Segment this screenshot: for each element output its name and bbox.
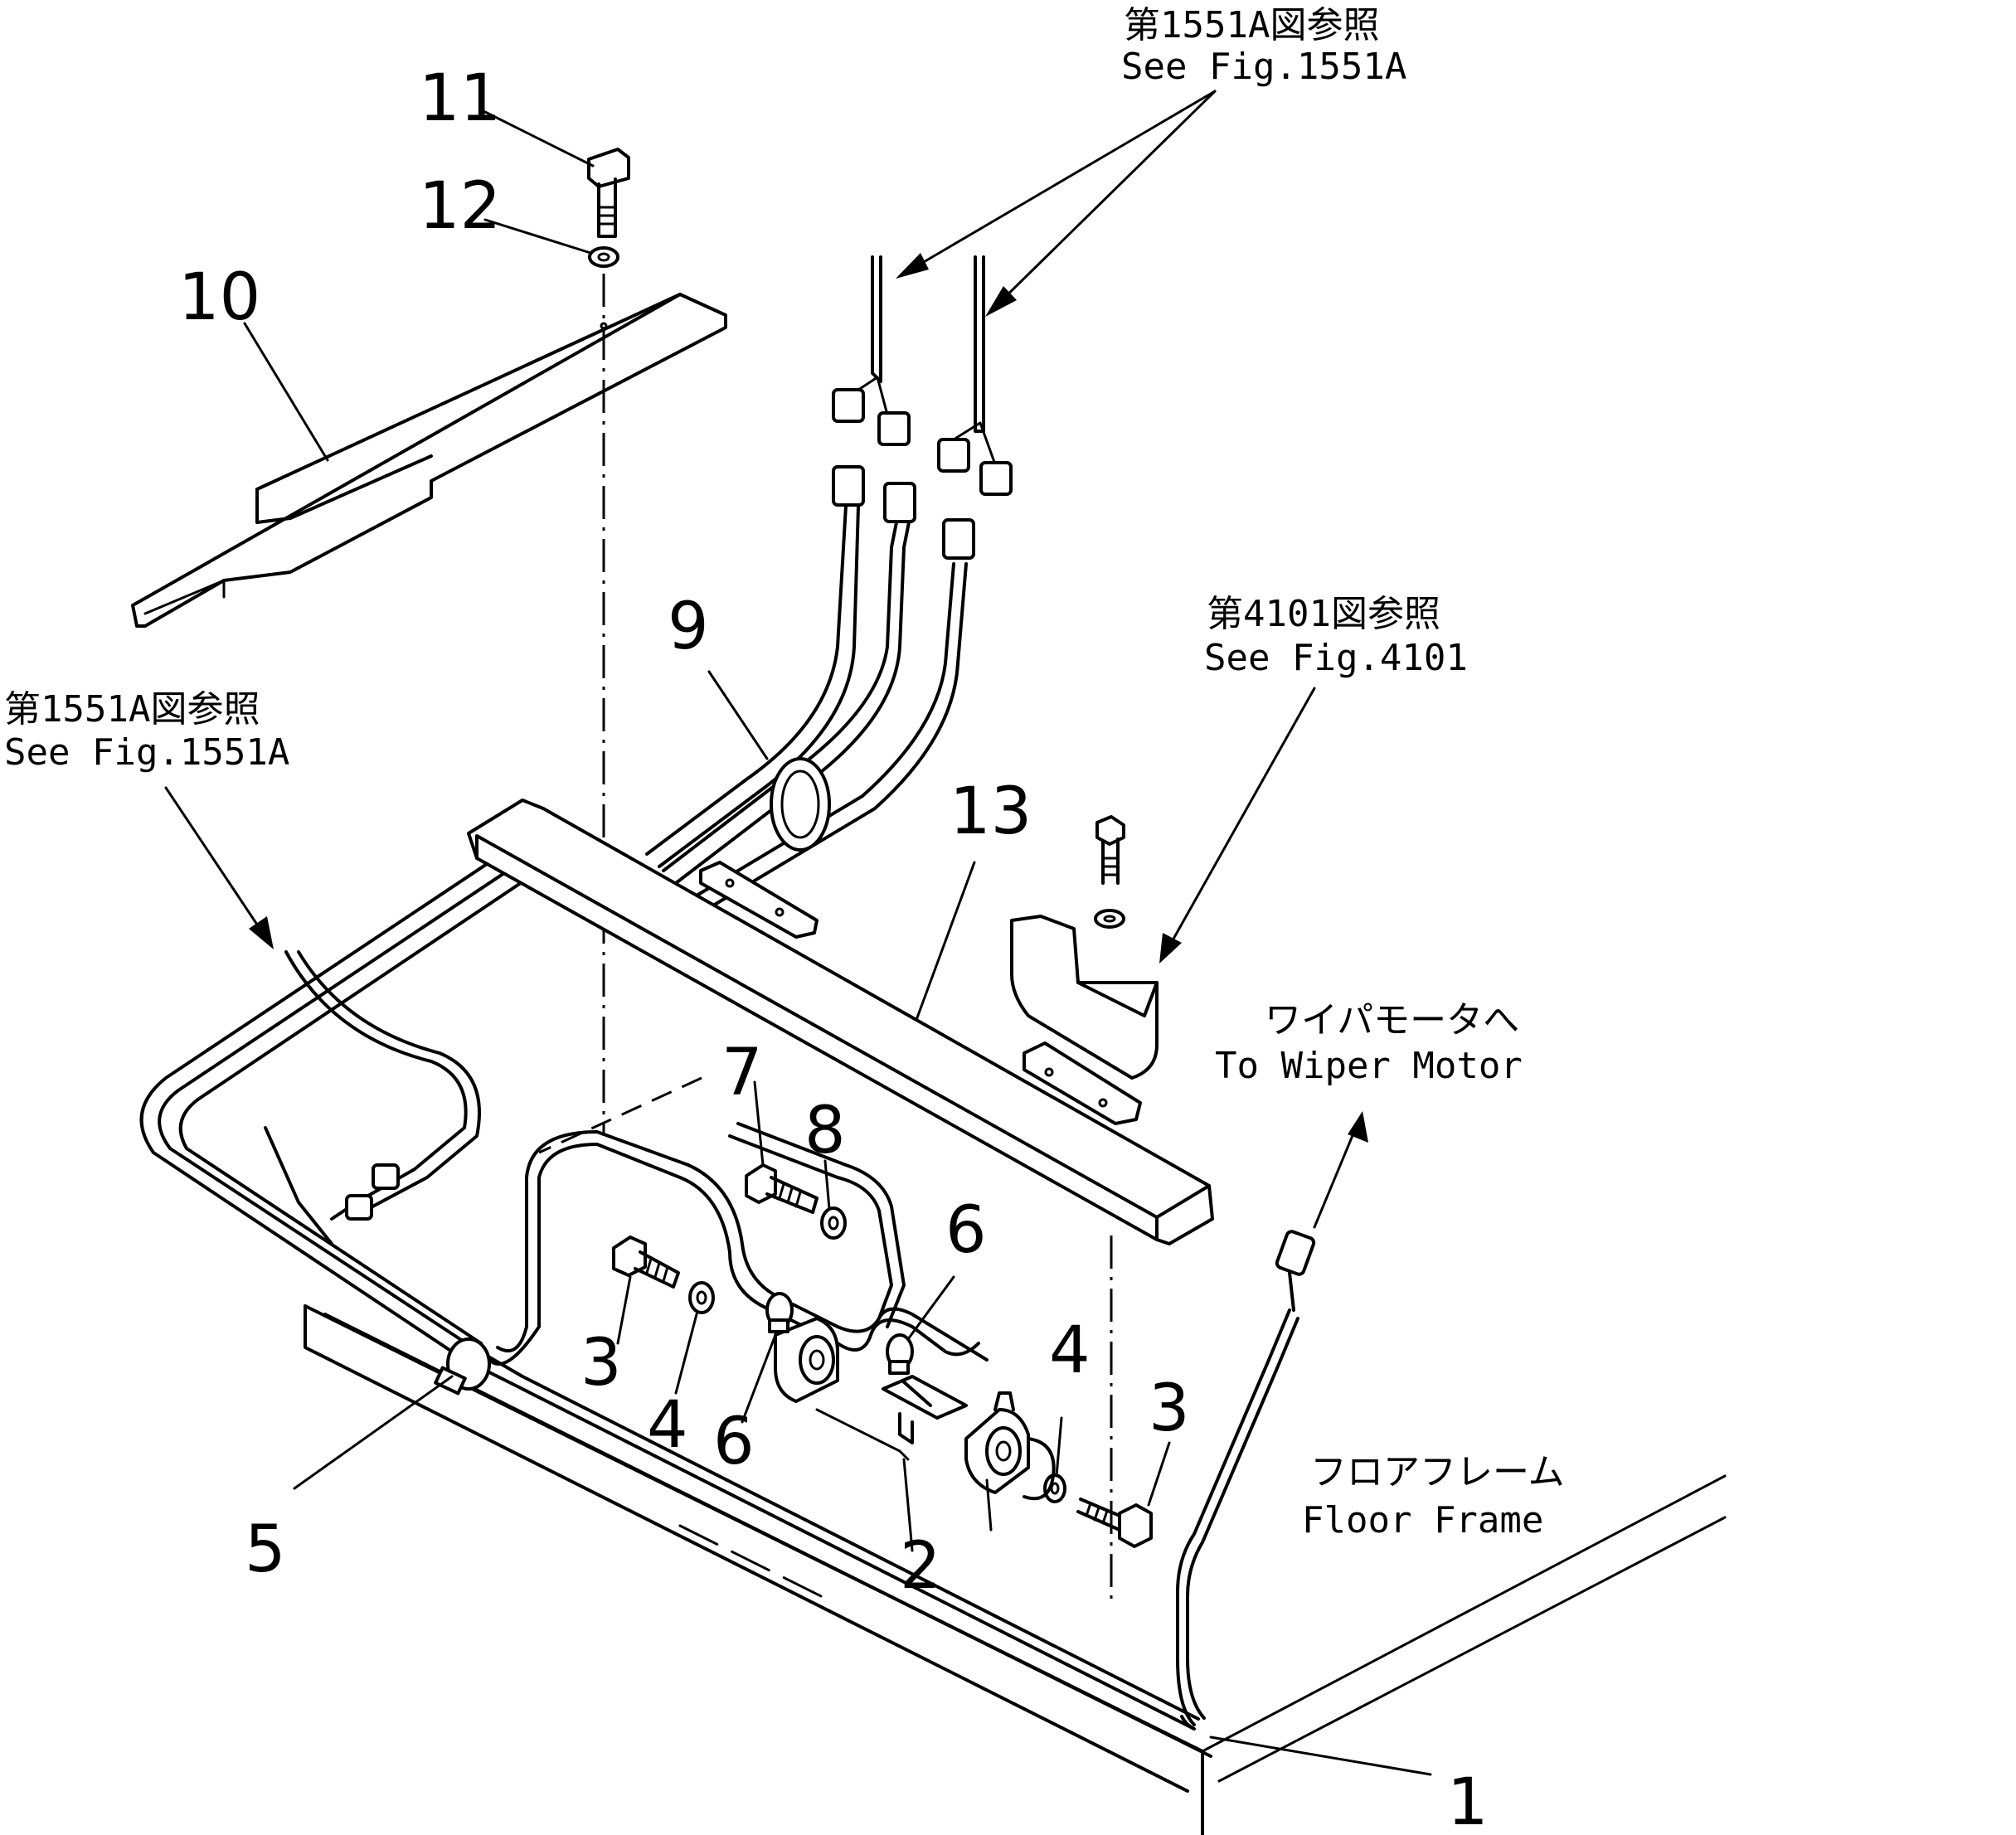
part-number-3: 3 xyxy=(1149,1371,1190,1446)
cover-10 xyxy=(131,293,727,628)
ref-jp-text: 第4101図参照 xyxy=(1207,593,1440,635)
part-number-10: 10 xyxy=(178,260,260,335)
part-numbers: 11 12 10 9 13 7 8 6 3 4 6 4 3 2 5 1 xyxy=(178,61,1489,1835)
washer-4-left xyxy=(688,1281,715,1314)
main-harness xyxy=(139,828,1316,1731)
part-number-6: 6 xyxy=(713,1405,755,1479)
plate-13 xyxy=(467,799,1214,1245)
part-number-4: 4 xyxy=(647,1388,688,1463)
ref-en-text: See Fig.1551A xyxy=(4,731,289,774)
part-number-1: 1 xyxy=(1447,1765,1489,1835)
reference-arrows xyxy=(164,90,1368,1229)
part-number-12: 12 xyxy=(419,169,501,244)
ref-fig1551a-left: 第1551A図参照 See Fig.1551A xyxy=(4,688,289,774)
clip-6-left xyxy=(765,1292,794,1333)
bolt-11 xyxy=(587,148,630,238)
upper-connectors xyxy=(832,255,1013,496)
ref-fig4101: 第4101図参照 See Fig.4101 xyxy=(1204,593,1468,679)
part-number-11: 11 xyxy=(419,61,501,136)
ref-jp-text: 第1551A図参照 xyxy=(4,688,260,731)
ref-jp-text: フロアフレーム xyxy=(1310,1451,1565,1493)
relay-2 xyxy=(774,1317,1056,1532)
part-number-8: 8 xyxy=(804,1094,846,1168)
bolt-3-left xyxy=(612,1235,680,1289)
part-number-13: 13 xyxy=(950,774,1032,849)
part-number-9: 9 xyxy=(668,590,709,664)
ref-jp-text: ワイパモータへ xyxy=(1265,999,1519,1041)
bolt-7 xyxy=(745,1163,819,1214)
bolt-3-right xyxy=(1076,1498,1153,1548)
ref-floor-frame: フロアフレーム Floor Frame xyxy=(1302,1451,1565,1541)
part-number-2: 2 xyxy=(900,1529,941,1604)
bracket-4101 xyxy=(1010,815,1159,1080)
ref-jp-text: 第1551A図参照 xyxy=(1124,4,1379,46)
part-number-3: 3 xyxy=(581,1326,622,1401)
harness-9 xyxy=(645,465,975,910)
part-number-6: 6 xyxy=(945,1193,987,1268)
washer-12 xyxy=(588,246,619,268)
washer-8 xyxy=(820,1206,847,1240)
part-number-5: 5 xyxy=(245,1512,286,1587)
part-number-4: 4 xyxy=(1049,1313,1091,1388)
ref-en-text: See Fig.1551A xyxy=(1121,46,1406,88)
clip-5 xyxy=(434,1337,491,1396)
ref-en-text: To Wiper Motor xyxy=(1215,1045,1523,1087)
ref-en-text: Floor Frame xyxy=(1302,1499,1543,1541)
part-number-7: 7 xyxy=(721,1036,763,1110)
clip-6-right xyxy=(886,1333,914,1375)
ref-wiper-motor: ワイパモータへ To Wiper Motor xyxy=(1215,999,1523,1087)
ref-fig1551a-top: 第1551A図参照 See Fig.1551A xyxy=(1121,4,1406,88)
ref-en-text: See Fig.4101 xyxy=(1204,637,1468,679)
leader-lines xyxy=(243,110,1432,1776)
hidden-edge xyxy=(538,1076,702,1154)
